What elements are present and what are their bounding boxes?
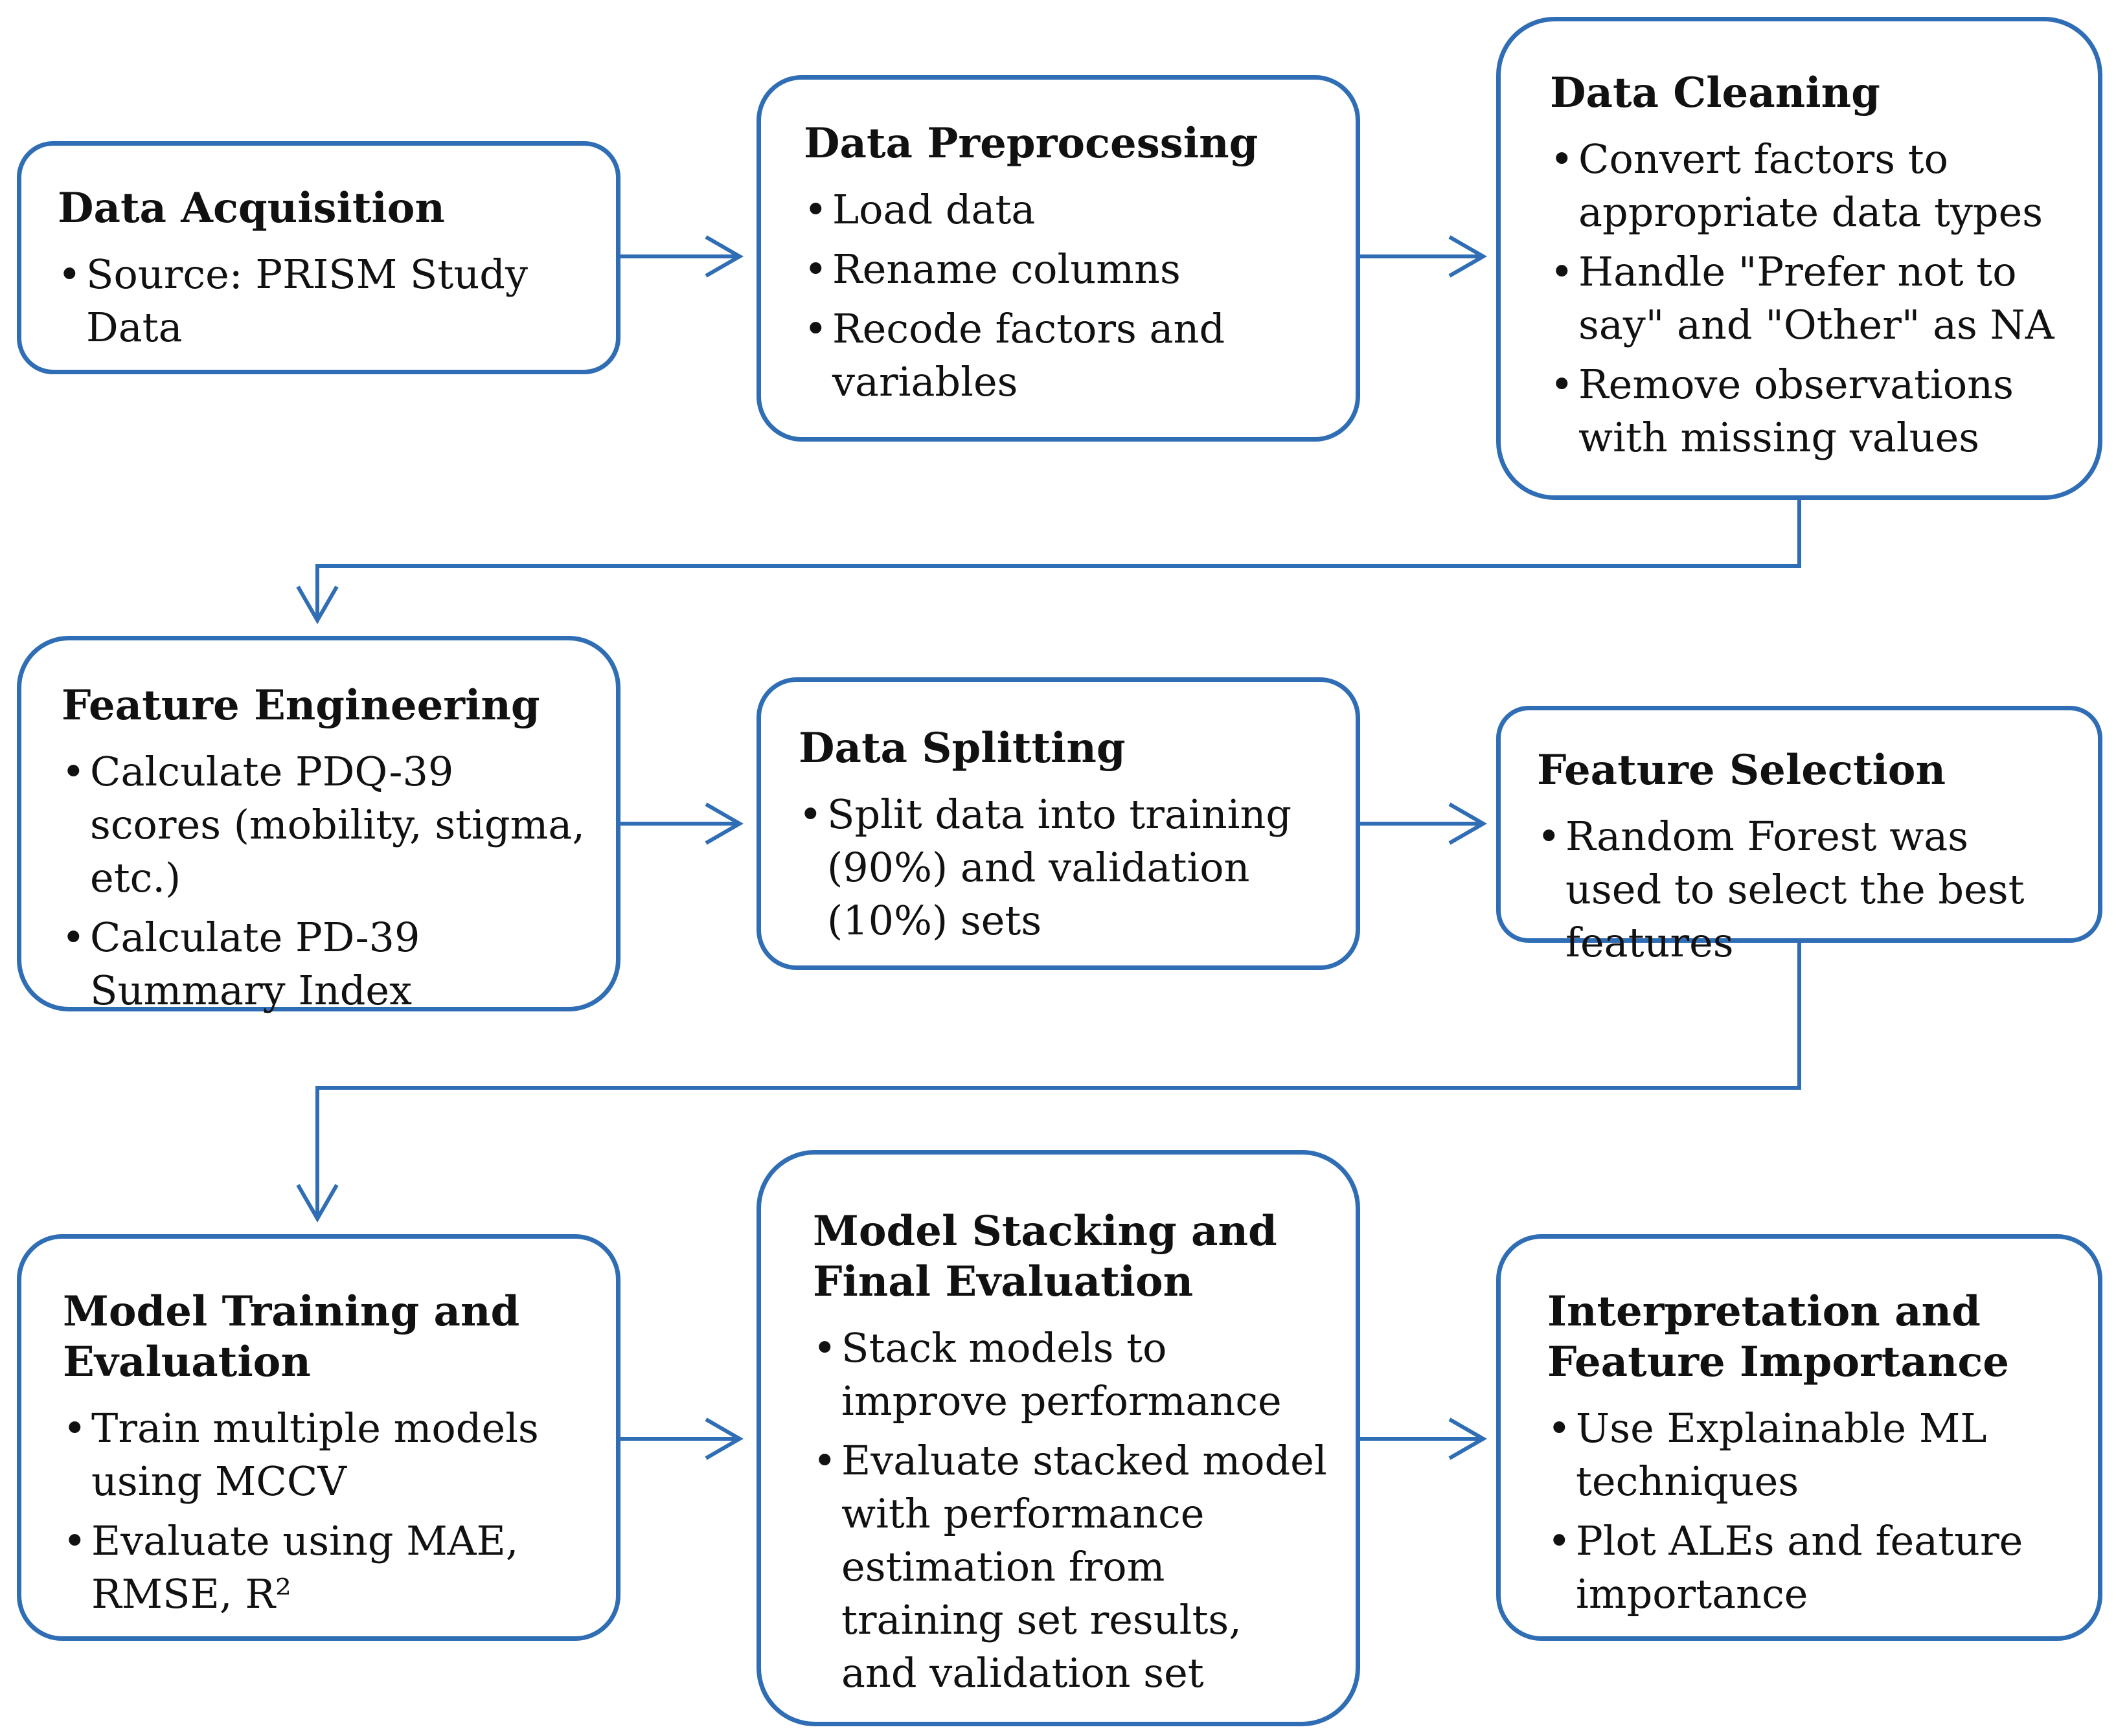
box-title: Feature Selection <box>1537 746 1946 795</box>
list-item: Stack models to improve performance <box>813 1322 1330 1428</box>
box-feature-selection: Feature Selection Random Forest was used… <box>1496 706 2102 966</box>
box-title: Data Splitting <box>799 724 1126 772</box>
list-item: Plot ALEs and feature importance <box>1547 1515 2072 1621</box>
arrowhead <box>705 1417 744 1460</box>
arrow-selection-to-training <box>315 943 1801 1219</box>
list-item: Train multiple models using MCCV <box>63 1402 590 1508</box>
box-title: Interpretation and Feature Importance <box>1547 1287 2009 1386</box>
box-feature-engineering: Feature Engineering Calculate PDQ-39 sco… <box>17 636 620 1014</box>
list-item: Evaluate using MAE, RMSE, R² <box>63 1515 590 1621</box>
box-title: Model Training and Evaluation <box>63 1287 520 1386</box>
box-data-splitting: Data Splitting Split data into training … <box>757 677 1360 970</box>
list-item: Use Explainable ML techniques <box>1547 1402 2072 1508</box>
list-item: Evaluate stacked model with performance … <box>813 1434 1330 1700</box>
box-title: Feature Engineering <box>62 681 540 730</box>
list-item: Handle "Prefer not to say" and "Other" a… <box>1550 245 2072 352</box>
arrowhead <box>296 585 339 625</box>
arrowhead <box>705 802 744 845</box>
list-item: Source: PRISM Study Data <box>58 248 590 354</box>
arrow-cleaning-to-engineering <box>315 500 1801 620</box>
box-data-cleaning: Data Cleaning Convert factors to appropr… <box>1496 17 2102 500</box>
box-title: Data Cleaning <box>1550 69 1880 117</box>
box-model-stacking: Model Stacking and Final Evaluation Stac… <box>757 1150 1360 1726</box>
list-item: Convert factors to appropriate data type… <box>1550 133 2072 239</box>
list-item: Random Forest was used to select the bes… <box>1537 810 2072 969</box>
list-item: Calculate PDQ-39 scores (mobility, stigm… <box>62 745 590 905</box>
arrowhead <box>1448 1417 1488 1460</box>
box-data-preprocessing: Data Preprocessing Load data Rename colu… <box>757 75 1360 442</box>
list-item: Load data <box>804 183 1330 236</box>
box-model-training: Model Training and Evaluation Train mult… <box>17 1234 620 1641</box>
arrowhead <box>1448 802 1488 845</box>
box-data-acquisition: Data Acquisition Source: PRISM Study Dat… <box>17 141 620 374</box>
box-title: Data Preprocessing <box>804 119 1258 168</box>
list-item: Rename columns <box>804 243 1330 296</box>
arrowhead <box>705 235 744 278</box>
arrowhead <box>296 1184 339 1223</box>
list-item: Calculate PD-39 Summary Index <box>62 911 590 1017</box>
list-item: Remove observations with missing values <box>1550 358 2072 464</box>
arrowhead <box>1448 235 1488 278</box>
box-title: Data Acquisition <box>58 184 445 232</box>
box-title: Model Stacking and Final Evaluation <box>813 1207 1277 1306</box>
list-item: Split data into training (90%) and valid… <box>799 788 1330 947</box>
list-item: Recode factors and variables <box>804 302 1330 409</box>
box-interpretation: Interpretation and Feature Importance Us… <box>1496 1234 2102 1641</box>
